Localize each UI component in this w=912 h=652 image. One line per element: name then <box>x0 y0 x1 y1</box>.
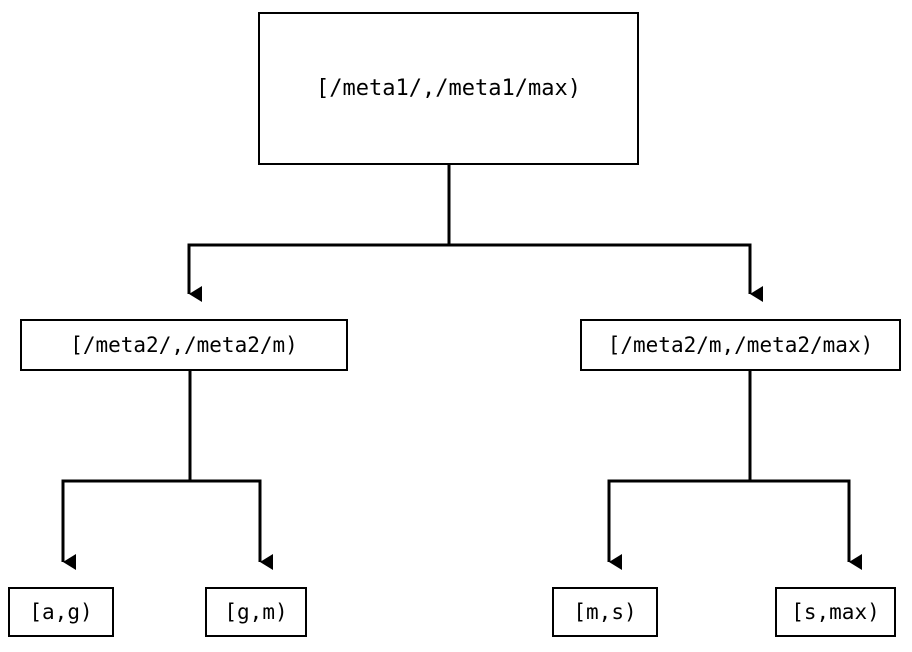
tree-node-leaf-a-g-label: [a,g) <box>29 599 93 624</box>
tree-node-root-label: [/meta1/,/meta1/max) <box>316 75 581 101</box>
edge-mid-right-to-leaf-s-max <box>748 371 862 570</box>
tree-node-leaf-g-m-label: [g,m) <box>224 599 288 624</box>
edge-root-to-mid-left <box>187 165 451 302</box>
edge-mid-right-to-leaf-m-s <box>607 371 752 570</box>
tree-node-leaf-g-m: [g,m) <box>205 587 307 637</box>
tree-node-leaf-s-max: [s,max) <box>775 587 896 637</box>
tree-node-mid-left-label: [/meta2/,/meta2/m) <box>70 332 298 357</box>
tree-node-leaf-s-max-label: [s,max) <box>791 599 880 624</box>
edge-root-to-mid-right <box>447 165 763 302</box>
tree-node-leaf-a-g: [a,g) <box>8 587 114 637</box>
tree-node-mid-left: [/meta2/,/meta2/m) <box>20 319 348 371</box>
edge-mid-left-to-leaf-g-m <box>188 371 273 570</box>
tree-node-leaf-m-s: [m,s) <box>552 587 658 637</box>
tree-node-mid-right-label: [/meta2/m,/meta2/max) <box>607 332 874 357</box>
tree-node-leaf-m-s-label: [m,s) <box>573 599 637 624</box>
tree-node-root: [/meta1/,/meta1/max) <box>258 12 639 165</box>
edge-mid-left-to-leaf-a-g <box>61 371 192 570</box>
tree-node-mid-right: [/meta2/m,/meta2/max) <box>580 319 901 371</box>
